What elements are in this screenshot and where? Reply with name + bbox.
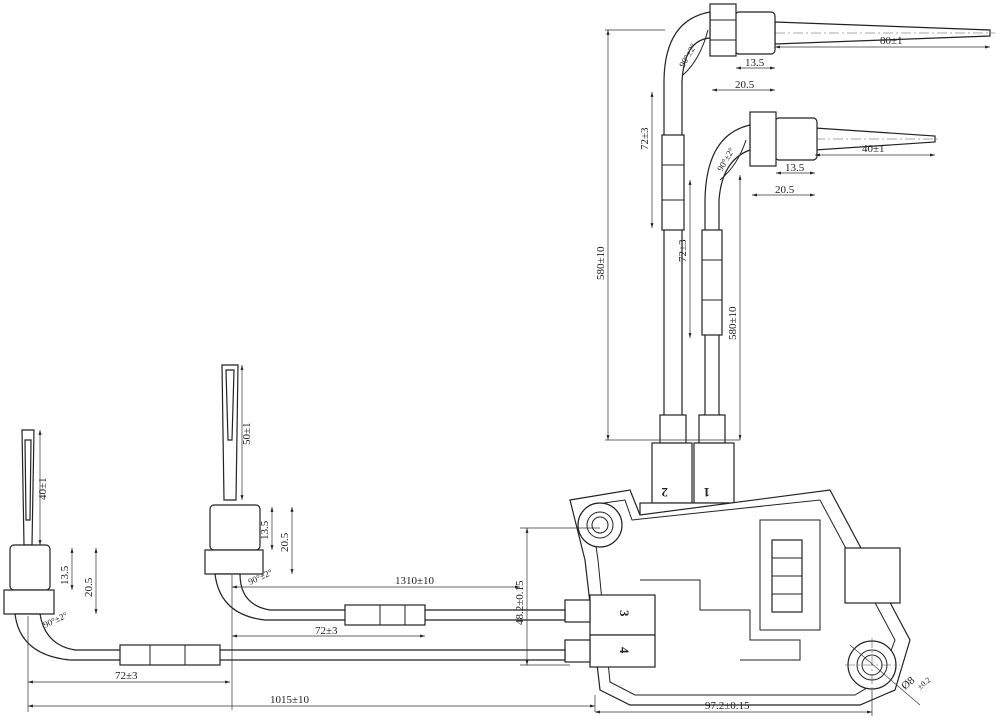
dim-nut-a-left-mid: 13.5 xyxy=(259,520,271,540)
dim-probe-far-left: 40±1 xyxy=(37,477,49,500)
dim-nut-b-left-mid: 20.5 xyxy=(279,532,291,552)
control-module xyxy=(564,489,911,706)
dim-cable-left-mid: 1310±10 xyxy=(395,575,435,587)
sensor-left-mid xyxy=(204,364,566,626)
dim-nut-a-far-left: 13.5 xyxy=(59,565,71,585)
sleeve-top xyxy=(661,134,685,231)
dim-nut-b-far-left: 20.5 xyxy=(83,577,95,597)
dim-seg-second: 72±3 xyxy=(677,239,689,262)
dim-nut-a-top: 13.5 xyxy=(745,57,765,69)
port-label-3: 3 xyxy=(617,610,632,617)
dim-nut-b-top: 20.5 xyxy=(735,79,755,91)
dim-cable-far-left: 1015±10 xyxy=(270,694,310,706)
port-label-1: 1 xyxy=(704,485,711,500)
port-label-4: 4 xyxy=(617,647,632,654)
dim-nut-a-second: 13.5 xyxy=(785,162,805,174)
dim-cable-second: 580±10 xyxy=(727,306,739,340)
dim-seg-far-left: 72±3 xyxy=(115,670,138,682)
dim-cable-top: 580±10 xyxy=(595,246,607,280)
dim-probe-second: 40±1 xyxy=(862,143,885,155)
dim-probe-left-mid: 50±1 xyxy=(241,422,253,445)
dim-seg-left-mid: 72±3 xyxy=(315,625,338,637)
sensor-far-left xyxy=(3,429,566,666)
dim-nut-b-second: 20.5 xyxy=(775,184,795,196)
dim-module-height: 48.2±0.15 xyxy=(514,580,526,625)
fitting-top xyxy=(734,11,776,55)
port-label-2: 2 xyxy=(662,485,669,500)
dim-probe-top: 80±1 xyxy=(880,35,903,47)
sensor-second xyxy=(698,111,940,444)
dim-hole-tol: ±0.2 xyxy=(916,675,933,691)
dim-seg-top: 72±3 xyxy=(639,127,651,150)
dimension-lines xyxy=(27,29,990,716)
dim-module-width: 97.2±0.15 xyxy=(705,700,750,712)
hex-nut-top xyxy=(709,3,737,57)
